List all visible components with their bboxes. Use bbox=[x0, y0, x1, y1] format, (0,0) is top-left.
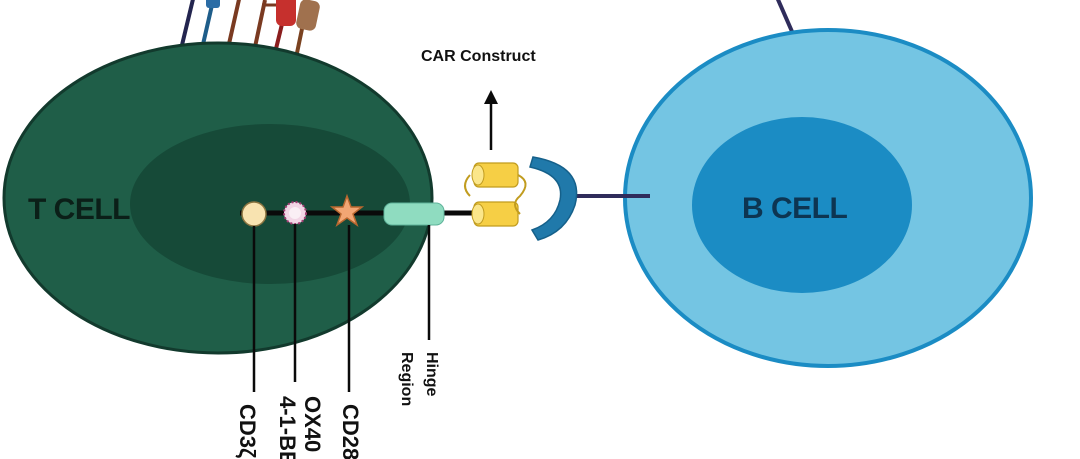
up-arrow-icon bbox=[484, 90, 498, 104]
hinge-region-block bbox=[383, 202, 445, 226]
t-cell-label: T CELL bbox=[28, 193, 130, 226]
cd28-label: CD28 bbox=[338, 404, 363, 459]
hinge-region-label-line1: Hinge bbox=[423, 352, 440, 397]
t-cell-nucleus bbox=[130, 124, 410, 284]
cd3-zeta-domain-icon bbox=[241, 201, 267, 227]
four-one-bb-label: 4-1-BB bbox=[275, 396, 300, 459]
hinge-region-label-line2: Region bbox=[398, 352, 415, 406]
scfv-domain-icon bbox=[464, 162, 527, 227]
ox40-label: OX40 bbox=[300, 396, 325, 452]
b-cell-label: B CELL bbox=[742, 192, 848, 225]
b-cell-nucleus bbox=[692, 117, 912, 293]
cd28-domain-icon bbox=[329, 193, 365, 227]
car-construct-label: CAR Construct bbox=[421, 48, 536, 65]
antigen-c-shape-icon bbox=[529, 156, 578, 241]
cd3-zeta-label: CD3ζ bbox=[235, 404, 260, 458]
